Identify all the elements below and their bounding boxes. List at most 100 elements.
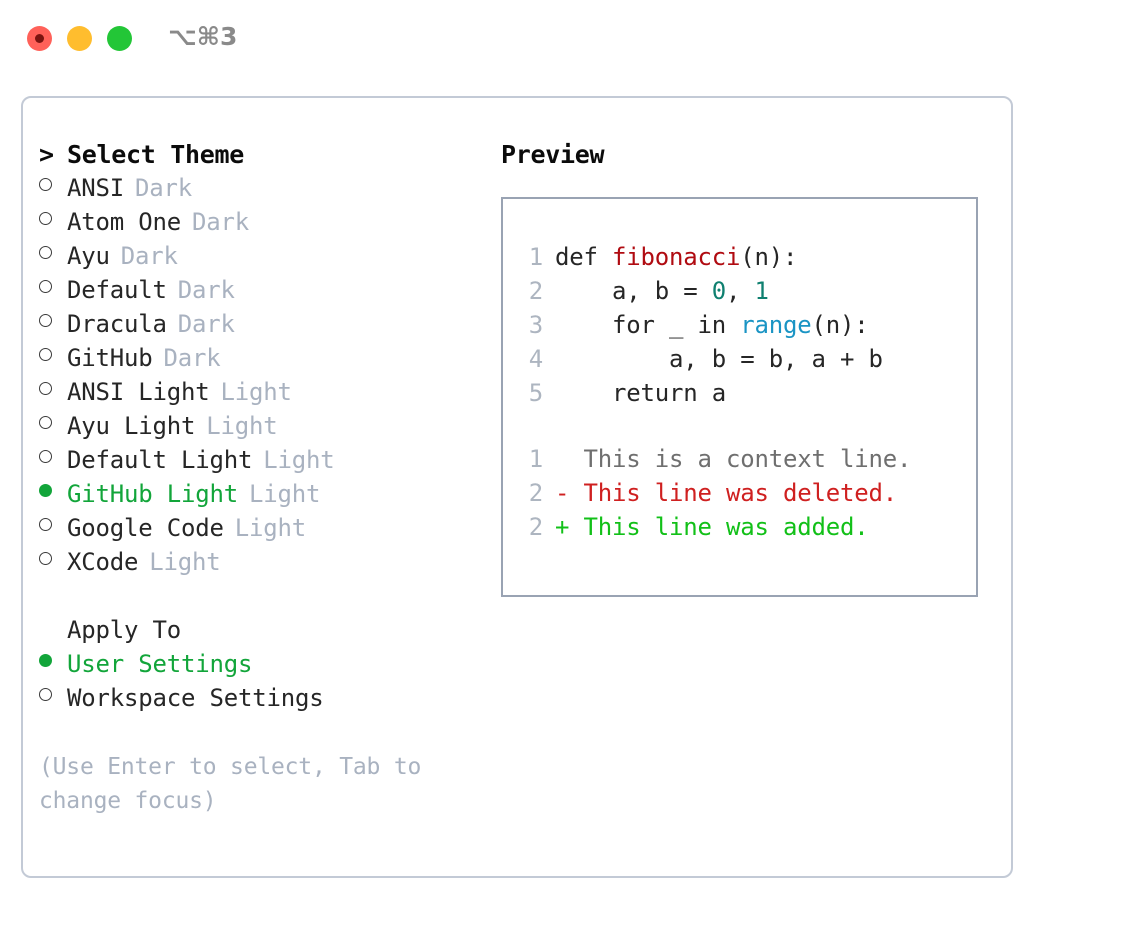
radio-dot: [39, 178, 52, 191]
diff-text: This is a context line.: [583, 445, 912, 473]
code-token-num: 0: [711, 277, 726, 305]
theme-variant-badge: Dark: [135, 174, 192, 202]
minimize-button[interactable]: [67, 26, 92, 51]
theme-option-label: Ayu Light: [67, 412, 196, 440]
preview-title: Preview: [501, 140, 605, 169]
maximize-button[interactable]: [107, 26, 132, 51]
code-indent: [555, 345, 669, 373]
radio-selected-icon: [39, 484, 67, 502]
code-indent: [555, 311, 612, 339]
code-token-plain: (n):: [811, 311, 869, 339]
close-button[interactable]: [27, 26, 52, 51]
theme-variant-badge: Dark: [177, 310, 235, 338]
theme-option-label: Default: [67, 276, 167, 304]
radio-unselected-icon: [39, 280, 67, 298]
radio-unselected-icon: [39, 212, 67, 230]
diff-sign: [555, 445, 584, 473]
diff-line-context: 1 This is a context line.: [517, 445, 976, 479]
code-line-content: for _ in range(n):: [555, 311, 869, 339]
diff-line-added: 2 + This line was added.: [517, 513, 976, 547]
caret-icon: >: [39, 140, 54, 169]
theme-variant-badge: Dark: [120, 242, 178, 270]
radio-selected-icon: [39, 654, 67, 672]
radio-dot: [39, 654, 52, 667]
diff-text: This line was added.: [583, 513, 869, 541]
apply-to-header: Apply To: [39, 616, 479, 650]
select-theme-title: Select Theme: [67, 140, 245, 169]
theme-option-label: GitHub Light: [67, 480, 238, 508]
code-indent: [555, 379, 612, 407]
theme-option-atom-one[interactable]: Atom One Dark: [39, 208, 479, 242]
line-number: 2: [528, 513, 543, 541]
select-theme-header: > Select Theme: [39, 140, 479, 174]
line-number: 1: [528, 445, 543, 473]
line-number: 1: [528, 243, 543, 271]
diff-line-content: + This line was added.: [555, 513, 869, 541]
theme-variant-badge: Dark: [192, 208, 249, 236]
code-line: 5 return a: [517, 379, 976, 413]
radio-unselected-icon: [39, 246, 67, 264]
apply-to-option-workspace-settings[interactable]: Workspace Settings: [39, 684, 479, 718]
traffic-lights: [27, 26, 132, 51]
theme-option-github[interactable]: GitHub Dark: [39, 344, 479, 378]
code-token-plain: (n):: [740, 243, 798, 271]
theme-option-ayu[interactable]: Ayu Dark: [39, 242, 479, 276]
theme-option-label: ANSI Light: [67, 378, 210, 406]
theme-option-dracula[interactable]: Dracula Dark: [39, 310, 479, 344]
radio-unselected-icon: [39, 688, 67, 706]
diff-line-deleted: 2- This line was deleted.: [517, 479, 976, 513]
radio-dot: [39, 450, 52, 463]
code-token-plain: def: [555, 243, 612, 271]
radio-dot: [39, 552, 52, 565]
theme-option-ayu-light[interactable]: Ayu Light Light: [39, 412, 479, 446]
theme-option-label: GitHub: [67, 344, 153, 372]
theme-variant-badge: Light: [206, 412, 278, 440]
code-token-call: range: [740, 311, 812, 339]
radio-unselected-icon: [39, 314, 67, 332]
theme-option-label: Dracula: [67, 310, 167, 338]
radio-dot: [39, 212, 52, 225]
line-number: 5: [528, 379, 543, 407]
title-bar: ⌥⌘3: [0, 0, 1140, 78]
theme-option-ansi[interactable]: ANSI Dark: [39, 174, 479, 208]
theme-option-label: ANSI: [67, 174, 124, 202]
preview-gap: [517, 413, 976, 445]
apply-to-label: Apply To: [67, 616, 181, 644]
radio-dot: [39, 246, 52, 259]
theme-option-xcode[interactable]: XCode Light: [39, 548, 479, 582]
theme-option-label: Default Light: [67, 446, 253, 474]
theme-variant-badge: Dark: [163, 344, 221, 372]
list-spacer: [39, 582, 479, 616]
radio-unselected-icon: [39, 552, 67, 570]
radio-dot: [39, 348, 52, 361]
diff-text: This line was deleted.: [583, 479, 898, 507]
diff-sign: +: [555, 513, 584, 541]
line-number: 2: [528, 479, 543, 507]
theme-variant-badge: Light: [220, 378, 292, 406]
theme-option-label: Atom One: [67, 208, 181, 236]
code-line-content: def fibonacci(n):: [555, 243, 797, 271]
radio-dot: [39, 688, 52, 701]
radio-unselected-icon: [39, 450, 67, 468]
diff-sign: -: [555, 479, 584, 507]
apply-to-option-user-settings[interactable]: User Settings: [39, 650, 479, 684]
radio-unselected-icon: [39, 416, 67, 434]
radio-dot: [39, 382, 52, 395]
code-token-plain: a, b =: [612, 277, 712, 305]
theme-option-ansi-light[interactable]: ANSI Light Light: [39, 378, 479, 412]
radio-unselected-icon: [39, 178, 67, 196]
diff-sample: 1 This is a context line.2- This line wa…: [517, 445, 976, 547]
theme-option-label: Ayu: [67, 242, 110, 270]
radio-dot: [39, 484, 52, 497]
theme-option-label: XCode: [67, 548, 139, 576]
theme-variant-badge: Light: [149, 548, 221, 576]
